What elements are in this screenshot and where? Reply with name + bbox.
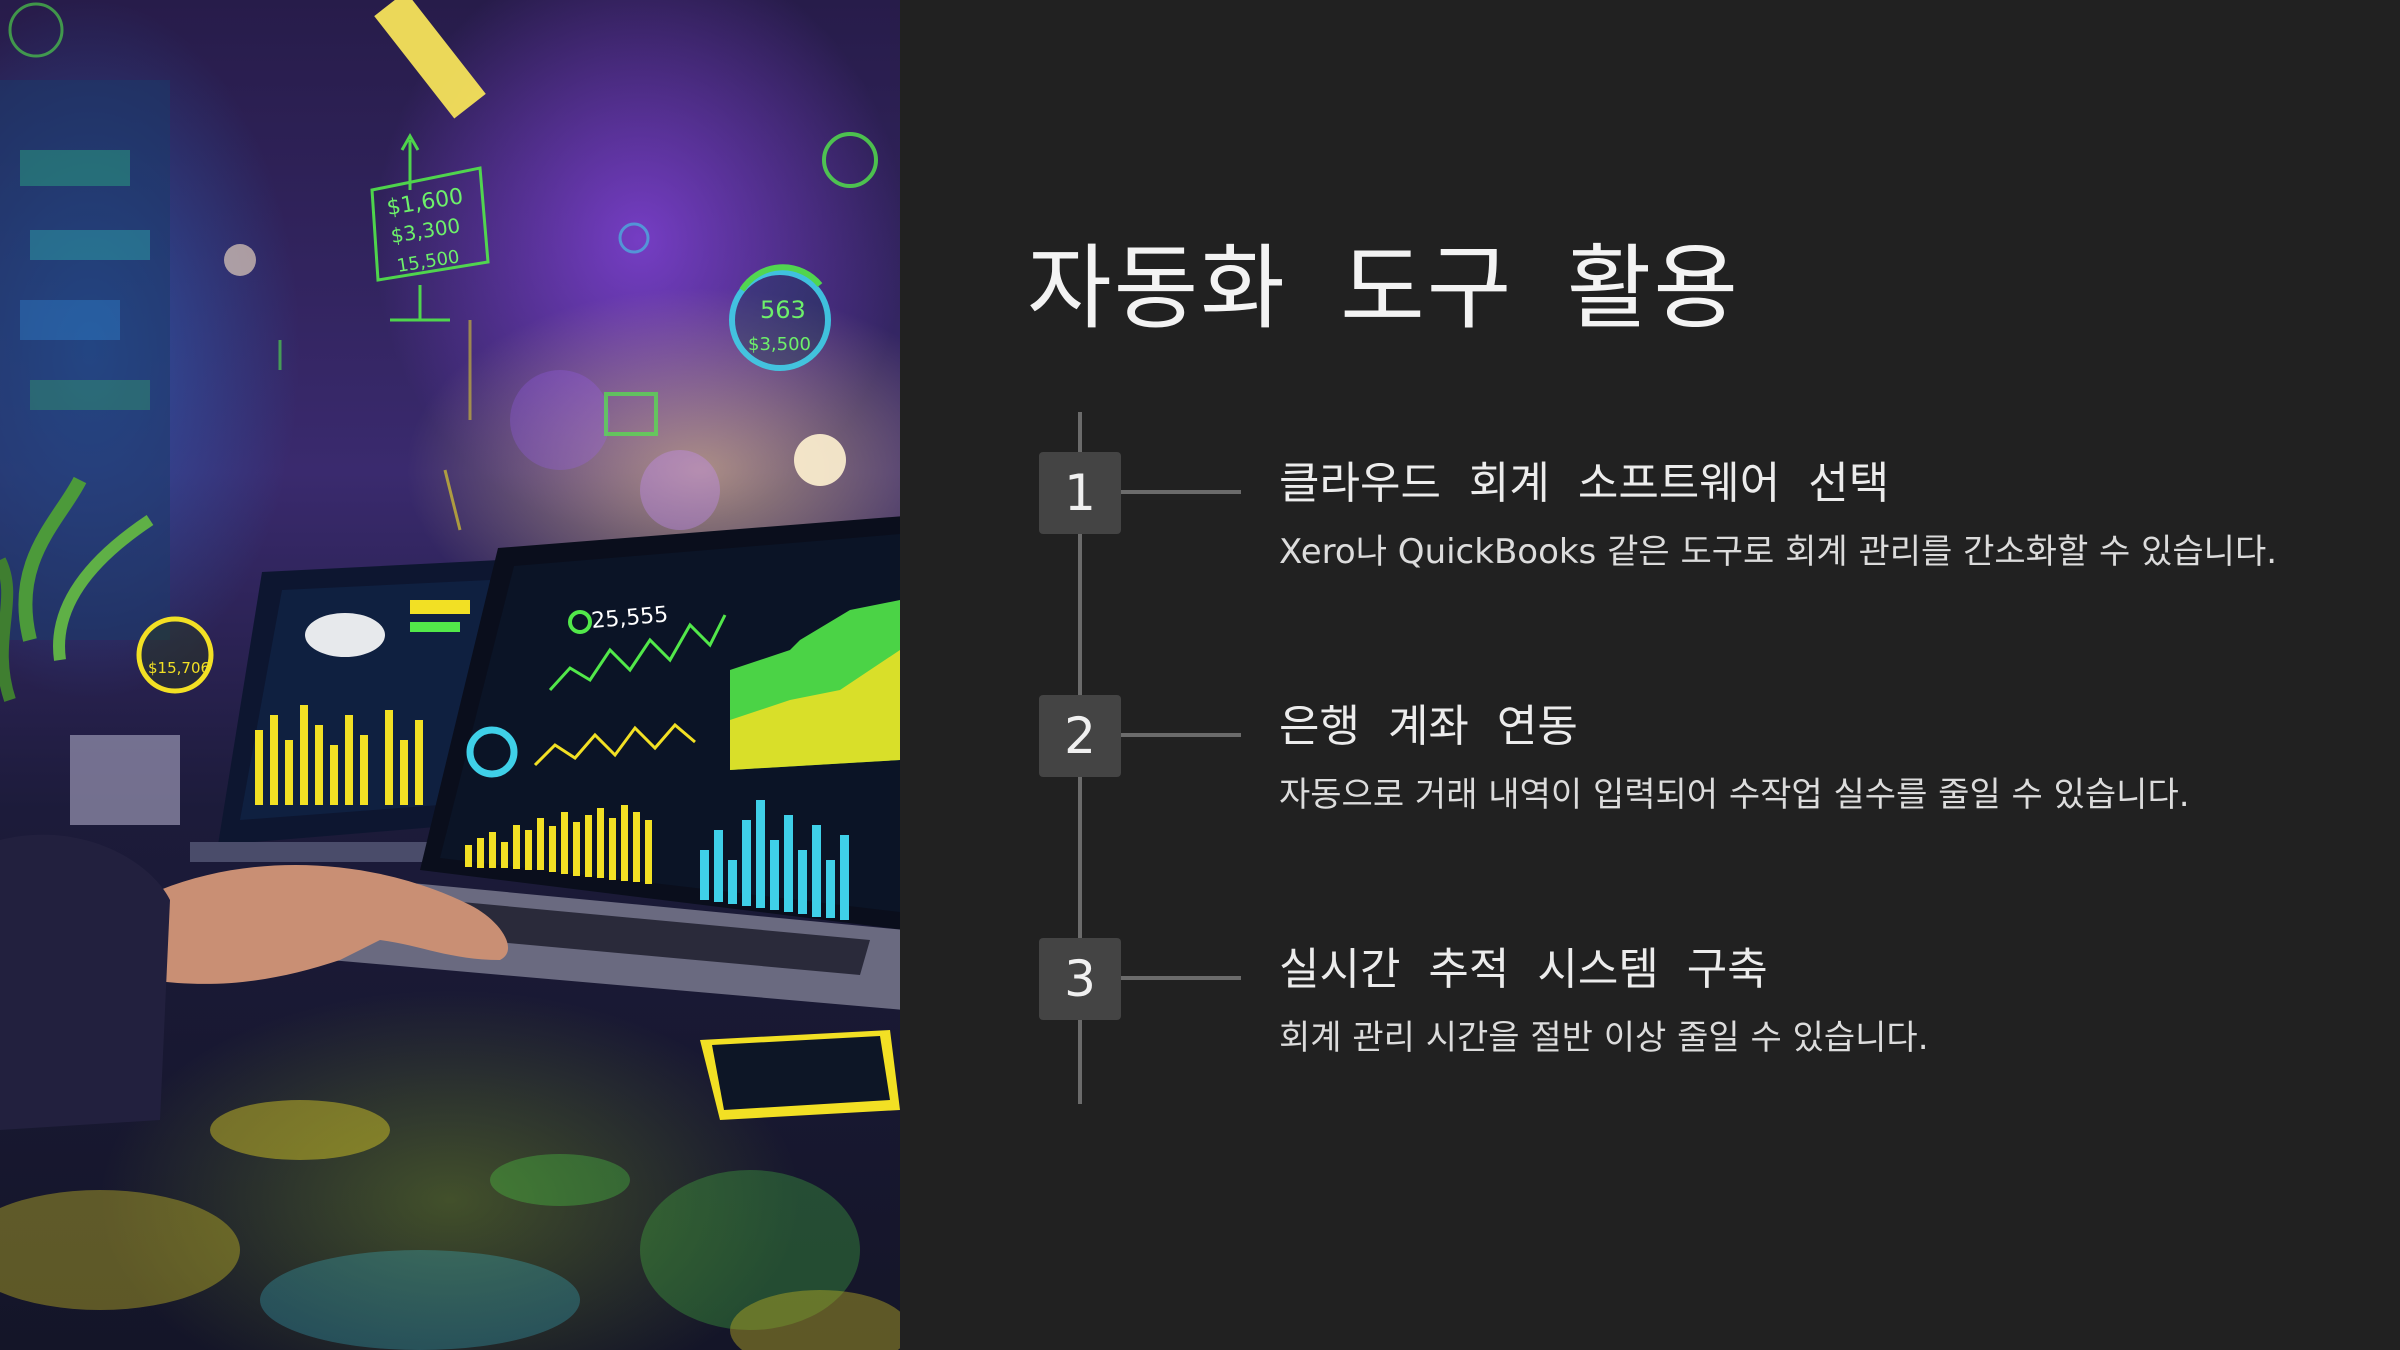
badge-label: $15,706 (148, 659, 210, 677)
timeline-step-1: 1 클라우드 회계 소프트웨어 선택 Xero나 QuickBooks 같은 도… (900, 452, 2400, 652)
gauge-label: 563 (760, 296, 806, 324)
step-title: 클라우드 회계 소프트웨어 선택 (1279, 458, 1890, 509)
step-number-badge: 1 (1039, 452, 1121, 534)
timeline-step-3: 3 실시간 추적 시스템 구축 회계 관리 시간을 절반 이상 줄일 수 있습니… (900, 938, 2400, 1138)
step-title: 은행 계좌 연동 (1279, 701, 1578, 752)
content-panel: 자동화 도구 활용 1 클라우드 회계 소프트웨어 선택 Xero나 Quick… (900, 0, 2400, 1350)
gauge-hologram (729, 264, 831, 371)
step-description: 자동으로 거래 내역이 입력되어 수작업 실수를 줄일 수 있습니다. (1279, 775, 2190, 815)
step-description: 회계 관리 시간을 절반 이상 줄일 수 있습니다. (1279, 1018, 1929, 1058)
floating-price-panel (370, 132, 490, 322)
laptop-finance-illustration: $1,600 $3,300 15,500 563 $3,500 $15,706 (0, 0, 900, 1350)
step-number-badge: 3 (1039, 938, 1121, 1020)
page-title: 자동화 도구 활용 (1027, 235, 1740, 342)
step-connector (1121, 490, 1241, 494)
step-title: 실시간 추적 시스템 구축 (1279, 944, 1768, 995)
step-connector (1121, 976, 1241, 980)
step-connector (1121, 733, 1241, 737)
step-description: Xero나 QuickBooks 같은 도구로 회계 관리를 간소화할 수 있습… (1279, 532, 2278, 572)
step-number-badge: 2 (1039, 695, 1121, 777)
gauge-sublabel: $3,500 (748, 334, 811, 355)
timeline-step-2: 2 은행 계좌 연동 자동으로 거래 내역이 입력되어 수작업 실수를 줄일 수… (900, 695, 2400, 895)
